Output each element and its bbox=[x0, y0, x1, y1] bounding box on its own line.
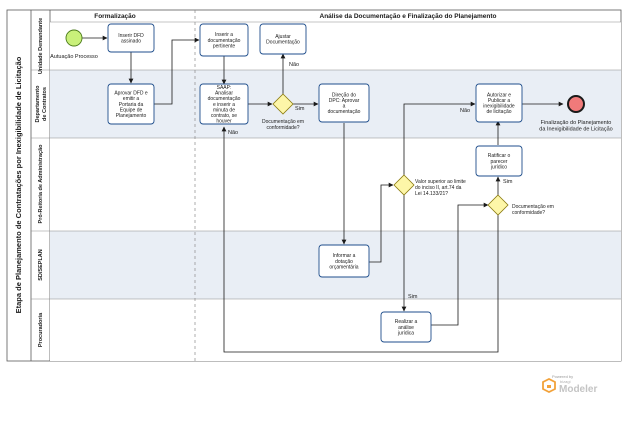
lane-label-unidade-demandante: Unidade Demandante bbox=[38, 18, 44, 74]
lane-procuradoria bbox=[50, 299, 621, 361]
lane-label-pro-reitoria: Pró-Reitoria de Administração bbox=[38, 144, 44, 224]
start-event-label: Autuação Processo bbox=[50, 54, 98, 60]
phase-analise: Análise da Documentação e Finalização do… bbox=[320, 13, 497, 20]
badge-product-top: bizagi bbox=[560, 379, 571, 384]
flow-label-gw3-yes: Sim bbox=[503, 179, 513, 185]
bizagi-logo-icon bbox=[542, 377, 556, 394]
end-event bbox=[567, 95, 585, 113]
bizagi-badge: Powered by bizagi Modeler bbox=[540, 373, 610, 397]
lane-label-procuradoria: Procuradoria bbox=[38, 312, 44, 347]
flow-label-gw1-back: Não bbox=[228, 130, 238, 136]
flow-label-gw2-no: Não bbox=[460, 108, 470, 114]
lane-label-departamento-contratos: Departamentode Contratos bbox=[35, 85, 48, 123]
flow-label-gw2-yes: Sim bbox=[408, 294, 418, 300]
phase-formalizacao: Formalização bbox=[94, 13, 136, 20]
start-event bbox=[65, 29, 83, 47]
badge-product: Modeler bbox=[559, 384, 597, 395]
flow-label-gw1-yes: Sim bbox=[295, 106, 305, 112]
flow-label-gw1-no: Não bbox=[289, 62, 299, 68]
lane-label-sd-seplan: SD/SEPLAN bbox=[38, 249, 44, 281]
sequence-flows bbox=[82, 35, 564, 353]
pool-title: Etapa de Planejamento de Contratações po… bbox=[14, 56, 23, 313]
badge-powered-by: Powered by bbox=[552, 374, 573, 379]
lane-pro-reitoria bbox=[50, 138, 621, 231]
